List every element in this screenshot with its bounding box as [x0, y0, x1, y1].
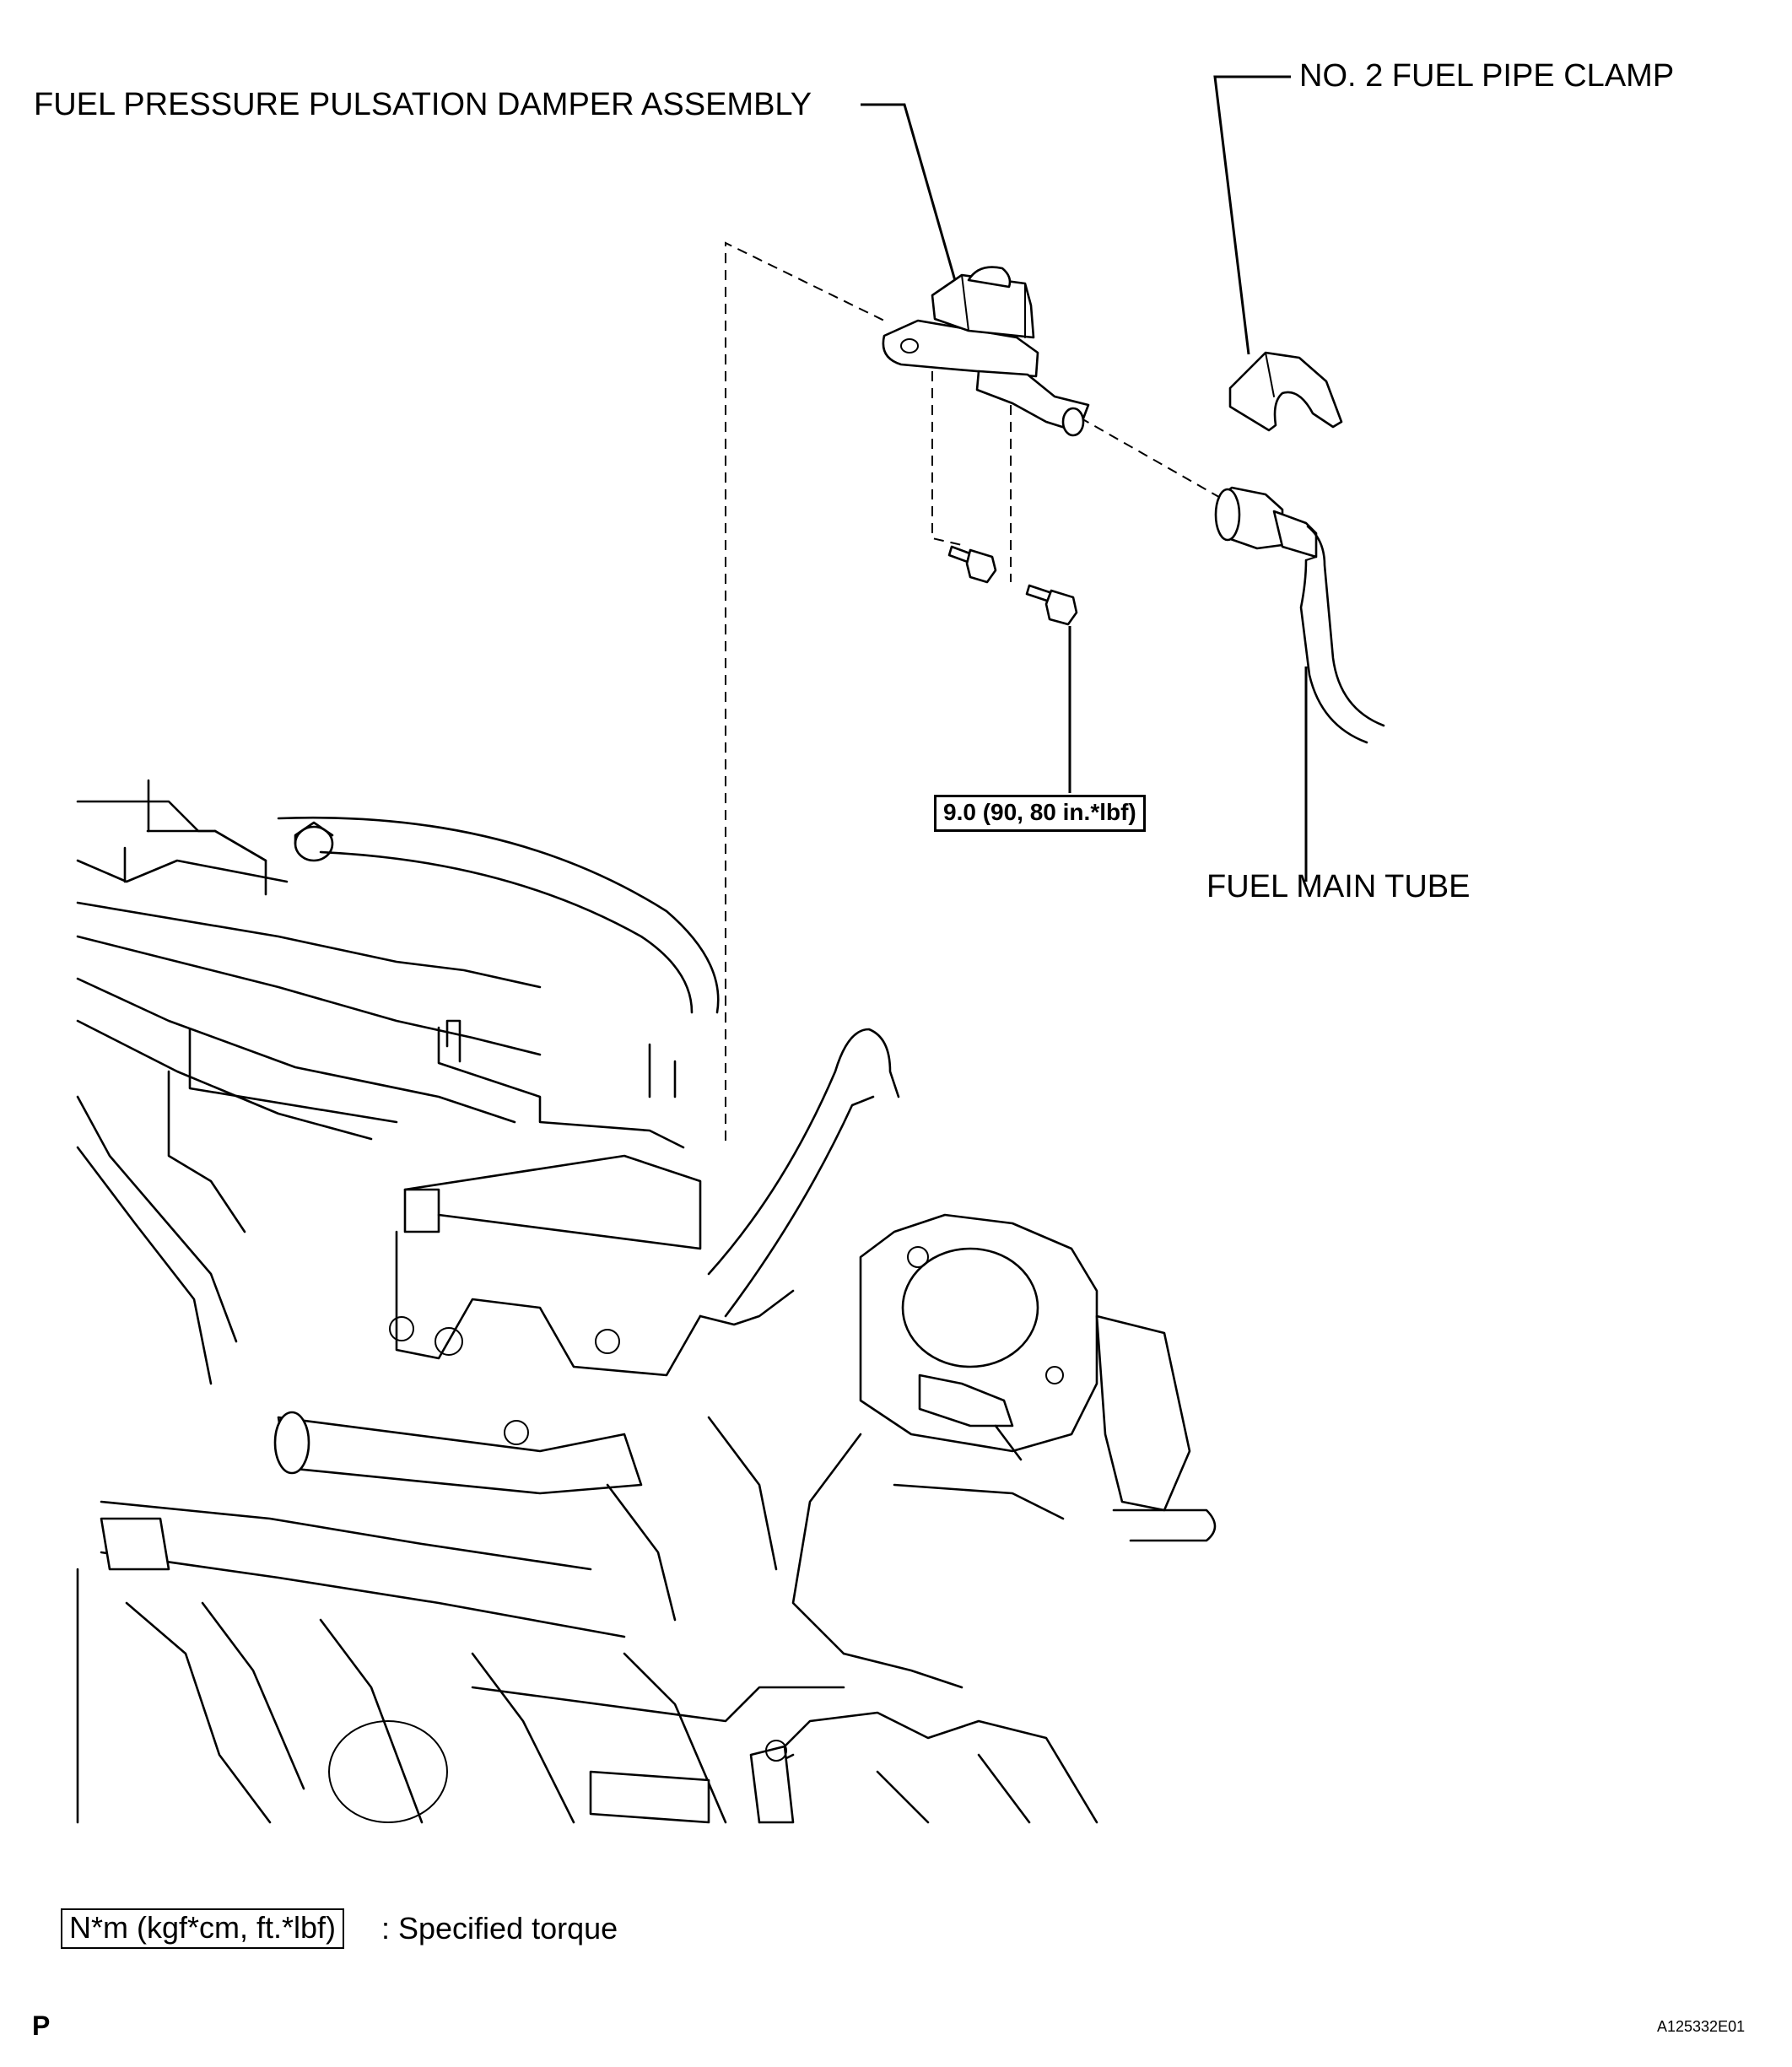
alignment-lines: [725, 241, 1224, 1141]
fuel-pipe-clamp-part: [1228, 351, 1343, 432]
fuel-main-tube-part: [1214, 486, 1385, 744]
section-letter: P: [32, 2010, 51, 2041]
torque-value-box: 9.0 (90, 80 in.*lbf): [934, 795, 1146, 832]
damper-label: FUEL PRESSURE PULSATION DAMPER ASSEMBLY: [34, 87, 812, 122]
pulsation-damper-part: [882, 266, 1090, 437]
torque-units-box: N*m (kgf*cm, ft.*lbf): [61, 1908, 345, 1949]
figure-code: A125332E01: [1657, 2018, 1746, 2035]
main-tube-label: FUEL MAIN TUBE: [1206, 869, 1471, 904]
engine-drawing: [76, 779, 1217, 1824]
clamp-label: NO. 2 FUEL PIPE CLAMP: [1299, 58, 1675, 94]
legend-description: : Specified torque: [381, 1911, 618, 1946]
bolt-left: [947, 545, 997, 584]
leader-lines: [861, 75, 1308, 882]
bolt-right: [1025, 584, 1078, 626]
